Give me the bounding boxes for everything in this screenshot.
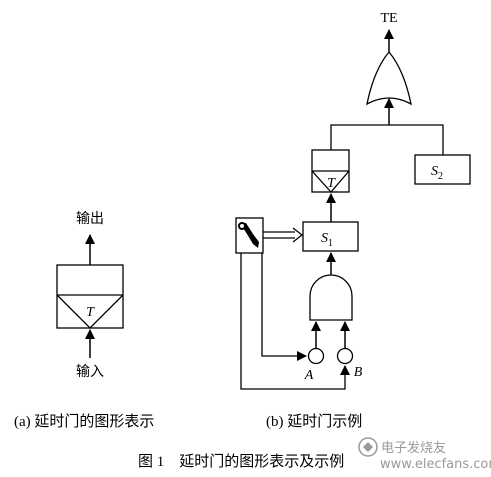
watermark: 电子发烧友 www.elecfans.com [358,437,491,472]
condition-to-b-line [240,253,350,390]
caption-b: (b) 延时门示例 [266,413,362,430]
watermark-url: www.elecfans.com [380,457,491,472]
delay-symbol-t-b: T [327,176,336,191]
input-b-label: B [354,365,363,380]
figure-caption: 图 1 延时门的图形表示及示例 [138,453,344,470]
event-s1: S1 [302,221,359,252]
or-gate-input-bus [330,124,444,155]
panel-a: 输出 T 输入 (a) 延时门的图形表示 [14,211,154,430]
wrench-icon [238,222,259,248]
output-label: 输出 [76,211,104,227]
watermark-text: 电子发烧友 [381,440,446,456]
circuit-logo-icon [358,437,378,457]
event-s1-label: S1 [321,231,333,249]
or-gate [366,50,412,106]
condition-to-a-line [261,253,307,361]
and-gate [309,274,353,321]
basic-event-b [336,347,354,365]
input-label: 输入 [76,364,104,380]
double-arrow-to-s1 [263,227,304,243]
caption-a: (a) 延时门的图形表示 [14,413,154,430]
panel-b: TE T S2 S1 [235,11,471,430]
top-event-label: TE [380,11,397,26]
input-a-label: A [304,368,314,383]
event-s2-label: S2 [431,164,443,182]
condition-box [235,217,264,254]
delay-gate-symbol: T [56,264,124,329]
basic-event-a [307,347,325,365]
event-s2: S2 [414,154,471,185]
delay-gate-b: T [311,149,350,193]
delay-symbol-t: T [86,305,95,320]
